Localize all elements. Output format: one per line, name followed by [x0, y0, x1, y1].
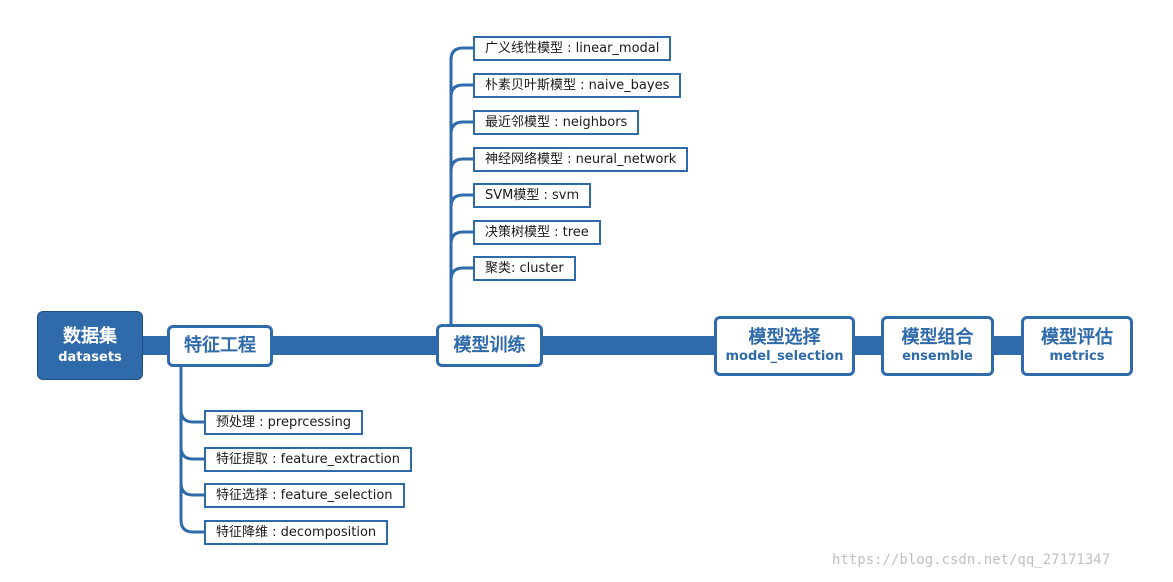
ensemble-node[interactable]: 模型组合 ensemble	[881, 316, 994, 376]
feature-branch-leaf[interactable]: 特征降维 : decomposition	[204, 520, 389, 545]
root-label-zh: 数据集	[63, 325, 117, 347]
node-label-zh: 模型组合	[901, 327, 974, 348]
metrics-node[interactable]: 模型评估 metrics	[1021, 316, 1133, 376]
training-branch-leaf[interactable]: 聚类: cluster	[473, 256, 576, 281]
feature-branch-leaf[interactable]: 特征选择 : feature_selection	[204, 483, 405, 508]
root-label-en: datasets	[58, 349, 122, 365]
feature-branch-leaf[interactable]: 预处理 : preprcessing	[204, 410, 364, 435]
training-branch-leaf[interactable]: 神经网络模型 : neural_network	[473, 147, 689, 172]
watermark-url: https://blog.csdn.net/qq_27171347	[832, 552, 1111, 568]
node-label-zh: 特征工程	[184, 335, 256, 356]
node-label-en: ensemble	[902, 349, 973, 364]
feature-branch-leaf[interactable]: 特征提取 : feature_extraction	[204, 447, 412, 472]
feature-engineering-node[interactable]: 特征工程	[167, 325, 273, 367]
model-training-node[interactable]: 模型训练	[436, 324, 543, 367]
node-label-en: metrics	[1049, 349, 1105, 364]
training-branch-leaf[interactable]: SVM模型 : svm	[473, 183, 592, 208]
node-label-en: model_selection	[725, 349, 844, 364]
node-label-zh: 模型选择	[748, 327, 821, 348]
node-label-zh: 模型训练	[453, 334, 526, 356]
training-branch-leaf[interactable]: 决策树模型 : tree	[473, 220, 601, 245]
training-branch-leaf[interactable]: 朴素贝叶斯模型 : naive_bayes	[473, 73, 682, 98]
root-datasets-node[interactable]: 数据集 datasets	[37, 311, 143, 380]
training-branch-leaf[interactable]: 广义线性模型 : linear_modal	[473, 36, 672, 61]
training-branch-leaf[interactable]: 最近邻模型 : neighbors	[473, 110, 640, 135]
node-label-zh: 模型评估	[1041, 327, 1113, 348]
model-selection-node[interactable]: 模型选择 model_selection	[714, 316, 855, 376]
